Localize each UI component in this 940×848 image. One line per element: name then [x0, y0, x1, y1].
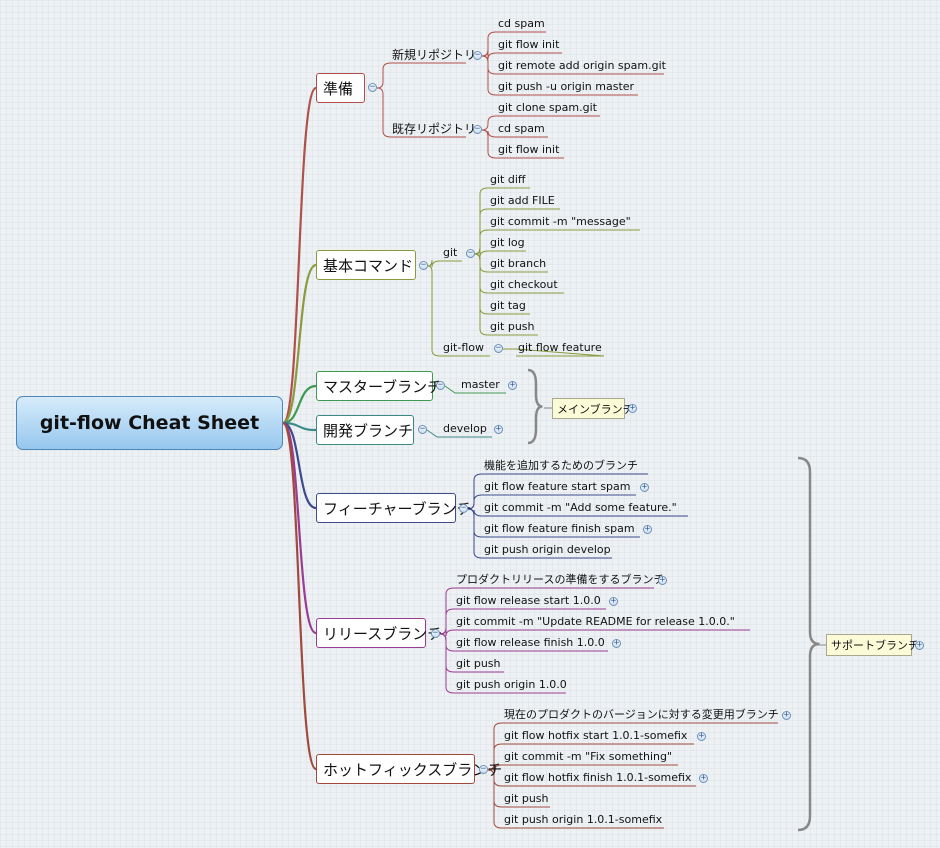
expand-icon[interactable]: + [915, 640, 924, 650]
expand-icon[interactable]: + [508, 380, 517, 390]
branch-line [376, 62, 466, 89]
develop-item[interactable]: develop [443, 422, 487, 435]
collapse-icon[interactable]: − [459, 503, 468, 513]
existing-repo-item[interactable]: git flow init [498, 143, 560, 156]
master-item[interactable]: master [461, 378, 500, 391]
expand-icon[interactable]: + [628, 403, 637, 413]
new-repo-item[interactable]: cd spam [498, 17, 545, 30]
hotfix-item[interactable]: git flow hotfix start 1.0.1-somefix [504, 729, 688, 742]
collapse-icon[interactable]: − [466, 248, 475, 258]
collapse-icon[interactable]: − [494, 343, 503, 353]
topic-basic-commands[interactable]: 基本コマンド [316, 250, 416, 280]
topic-master-branch[interactable]: マスターブランチ [316, 371, 442, 401]
new-repo-item[interactable]: git remote add origin spam.git [498, 59, 666, 72]
collapse-icon[interactable]: − [479, 764, 488, 774]
subtopic-new-repo[interactable]: 新規リポジトリ [392, 48, 477, 62]
hotfix-item[interactable]: git flow hotfix finish 1.0.1-somefix [504, 771, 692, 784]
existing-repo-item[interactable]: git clone spam.git [498, 101, 597, 114]
branch-line [376, 87, 466, 138]
branch-line [474, 253, 538, 336]
branch-line [481, 55, 638, 96]
root-branch-line [281, 86, 318, 425]
collapse-icon[interactable]: − [473, 50, 482, 60]
release-item[interactable]: git commit -m "Update README for release… [456, 615, 735, 628]
root-branch-line [282, 384, 317, 425]
branch-line [487, 763, 678, 772]
git-command[interactable]: git log [490, 236, 525, 249]
collapse-icon[interactable]: − [368, 82, 377, 92]
support-brace-icon [797, 456, 820, 832]
collapse-icon[interactable]: − [419, 260, 428, 270]
branch-line [481, 115, 600, 131]
new-repo-item[interactable]: git flow init [498, 38, 560, 51]
branch-line [426, 429, 492, 438]
git-command[interactable]: git branch [490, 257, 547, 270]
expand-icon[interactable]: + [494, 424, 503, 434]
topic-release-branch[interactable]: リリースブランチ [316, 618, 442, 648]
expand-icon[interactable]: + [609, 596, 618, 606]
existing-repo-item[interactable]: cd spam [498, 122, 545, 135]
collapse-icon[interactable]: − [418, 424, 427, 434]
branch-line [503, 348, 605, 357]
release-item[interactable]: プロダクトリリースの準備をするブランチ [456, 573, 665, 586]
central-topic[interactable]: git-flow Cheat Sheet [16, 396, 283, 450]
collapse-icon[interactable]: − [436, 380, 445, 390]
root-branch-line [281, 421, 318, 771]
git-flow-command[interactable]: git flow feature [518, 341, 602, 354]
topic-junbi[interactable]: 準備 [316, 73, 365, 103]
git-command[interactable]: git diff [490, 173, 526, 186]
expand-icon[interactable]: + [697, 731, 706, 741]
release-item[interactable]: git flow release finish 1.0.0 [456, 636, 605, 649]
feature-item[interactable]: git commit -m "Add some feature." [484, 501, 677, 514]
root-branch-line [282, 263, 317, 425]
expand-icon[interactable]: + [640, 482, 649, 492]
branch-line [439, 627, 750, 637]
branch-line [427, 265, 490, 357]
git-command[interactable]: git tag [490, 299, 526, 312]
expand-icon[interactable]: + [658, 575, 667, 585]
root-branch-line [282, 421, 317, 510]
branch-line [487, 769, 664, 829]
git-command[interactable]: git commit -m "message" [490, 215, 631, 228]
feature-item[interactable]: 機能を追加するためのブランチ [484, 459, 638, 472]
expand-icon[interactable]: + [643, 524, 652, 534]
git-command[interactable]: git push [490, 320, 535, 333]
root-branch-line [282, 421, 317, 635]
collapse-icon[interactable]: − [473, 124, 482, 134]
feature-item[interactable]: git flow feature finish spam [484, 522, 635, 535]
release-item[interactable]: git push origin 1.0.0 [456, 678, 567, 691]
topic-feature-branch[interactable]: フィーチャーブランチ [316, 493, 472, 523]
git-command[interactable]: git checkout [490, 278, 558, 291]
hotfix-item[interactable]: git commit -m "Fix something" [504, 750, 673, 763]
branch-line [467, 508, 612, 559]
topic-develop-branch[interactable]: 開発ブランチ [316, 415, 414, 445]
collapse-icon[interactable]: − [431, 628, 440, 638]
hotfix-item[interactable]: git push origin 1.0.1-somefix [504, 813, 663, 826]
branch-line [444, 385, 506, 394]
support-branch-label[interactable]: サポートブランチ [826, 634, 919, 656]
feature-item[interactable]: git push origin develop [484, 543, 611, 556]
release-item[interactable]: git flow release start 1.0.0 [456, 594, 601, 607]
hotfix-item[interactable]: 現在のプロダクトのバージョンに対する変更用ブランチ [504, 708, 779, 721]
branch-line [427, 259, 462, 268]
new-repo-item[interactable]: git push -u origin master [498, 80, 635, 93]
branch-line [467, 494, 636, 510]
release-item[interactable]: git push [456, 657, 501, 670]
main-branch-label[interactable]: メインブランチ [552, 398, 634, 419]
topic-hotfix-branch[interactable]: ホットフィックスブランチ [316, 754, 502, 784]
subtopic-git-flow[interactable]: git-flow [443, 341, 484, 354]
expand-icon[interactable]: + [612, 638, 621, 648]
expand-icon[interactable]: + [699, 773, 708, 783]
expand-icon[interactable]: + [782, 710, 791, 720]
subtopic-existing-repo[interactable]: 既存リポジトリ [392, 122, 477, 136]
subtopic-git[interactable]: git [443, 246, 458, 259]
main-brace-icon [527, 368, 543, 445]
hotfix-item[interactable]: git push [504, 792, 549, 805]
feature-item[interactable]: git flow feature start spam [484, 480, 631, 493]
git-command[interactable]: git add FILE [490, 194, 555, 207]
branch-line [439, 633, 566, 694]
branch-line [481, 129, 564, 159]
